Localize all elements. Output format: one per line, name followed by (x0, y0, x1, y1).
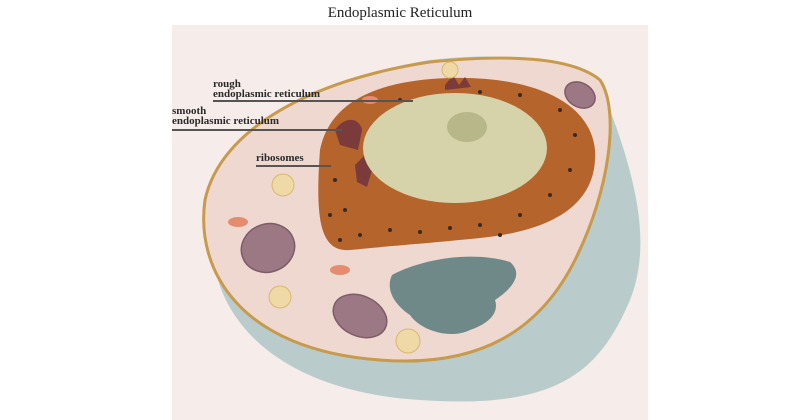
label-rough-er-line2: endoplasmic reticulum (213, 88, 321, 100)
smooth-endoplasmic-reticulum (335, 119, 362, 150)
label-smooth-er-line1: smooth (172, 105, 207, 117)
leader-line-smooth-er (172, 129, 342, 131)
nucleolus (447, 112, 487, 142)
label-smooth-er-line2: endoplasmic reticulum (172, 115, 280, 127)
label-rough-er: rough endoplasmic reticulum (213, 78, 321, 100)
nucleus (363, 93, 547, 203)
mitochondria (240, 81, 596, 339)
diagram-title: Endoplasmic Reticulum (327, 5, 473, 21)
ribosome-dots (328, 90, 577, 242)
leader-line-ribosomes (256, 165, 331, 167)
label-smooth-er: smooth endoplasmic reticulum (172, 105, 280, 127)
label-ribosomes: ribosomes (256, 152, 304, 164)
label-rough-er-line1: rough (213, 78, 241, 90)
golgi-apparatus (389, 256, 517, 335)
leader-line-rough-er (213, 100, 413, 102)
smooth-er-tubules (355, 75, 471, 187)
vesicles (268, 61, 459, 354)
